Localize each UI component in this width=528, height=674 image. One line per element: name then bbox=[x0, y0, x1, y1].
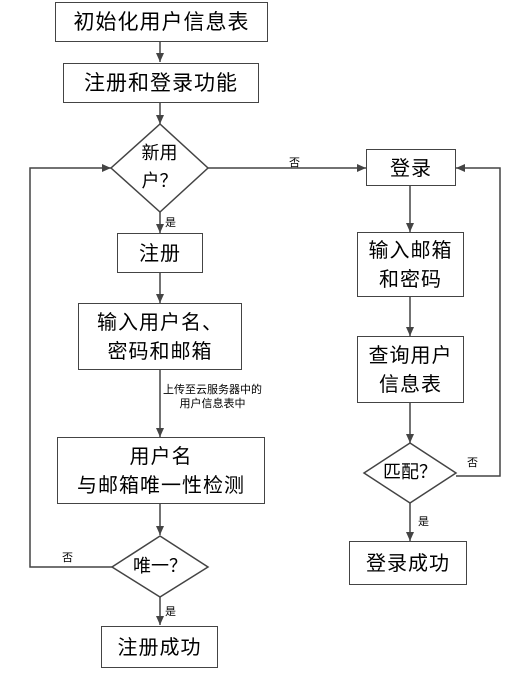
decision-unique-label: 唯一？ bbox=[112, 552, 208, 582]
login-success-label: 登录成功 bbox=[366, 551, 450, 575]
edge-label-newuser-yes: 是 bbox=[165, 216, 176, 229]
upload-note-line2: 用户信息表中 bbox=[179, 397, 246, 410]
uniqueness-check-line1: 用户名 bbox=[129, 443, 193, 468]
decision-new-user-line2: 户？ bbox=[141, 171, 178, 192]
query-table-line2: 信息表 bbox=[379, 371, 442, 396]
upload-note: 上传至云服务器中的 用户信息表中 bbox=[163, 383, 262, 411]
register-box: 注册 bbox=[117, 233, 203, 273]
edge-match-no-loop bbox=[456, 164, 501, 477]
decision-new-user-shape bbox=[109, 122, 210, 214]
register-login-features-label: 注册和登录功能 bbox=[84, 71, 238, 95]
upload-note-line1: 上传至云服务器中的 bbox=[163, 383, 262, 396]
edge-label-newuser-no: 否 bbox=[289, 156, 300, 169]
input-credentials-line2: 和密码 bbox=[379, 266, 442, 291]
decision-new-user-label: 新用 户？ bbox=[111, 138, 208, 198]
uniqueness-check-line2: 与邮箱唯一性检测 bbox=[77, 472, 245, 497]
edge-unique-no-loop bbox=[29, 164, 112, 568]
decision-match-shape bbox=[362, 442, 458, 504]
input-account-line1: 输入用户名、 bbox=[97, 309, 223, 334]
init-user-table-box: 初始化用户信息表 bbox=[55, 2, 268, 42]
input-account-box: 输入用户名、 密码和邮箱 bbox=[78, 303, 242, 370]
edge-label-match-yes: 是 bbox=[418, 515, 429, 528]
decision-new-user-line1: 新用 bbox=[141, 143, 178, 164]
login-box: 登录 bbox=[366, 149, 456, 186]
edge-label-match-no: 否 bbox=[467, 456, 478, 469]
query-table-box: 查询用户 信息表 bbox=[357, 336, 464, 403]
register-login-features-box: 注册和登录功能 bbox=[63, 63, 259, 103]
input-credentials-line1: 输入邮箱 bbox=[368, 237, 453, 262]
decision-match-label: 匹配？ bbox=[364, 458, 456, 488]
input-credentials-box: 输入邮箱 和密码 bbox=[357, 232, 464, 297]
init-user-table-label: 初始化用户信息表 bbox=[73, 10, 250, 34]
query-table-line1: 查询用户 bbox=[368, 342, 453, 367]
login-label: 登录 bbox=[390, 155, 432, 180]
input-account-line2: 密码和邮箱 bbox=[107, 338, 213, 363]
decision-match-text: 匹配？ bbox=[383, 462, 437, 483]
decision-unique-text: 唯一？ bbox=[133, 556, 187, 577]
login-success-box: 登录成功 bbox=[349, 541, 467, 585]
edge-label-unique-yes: 是 bbox=[165, 605, 176, 618]
register-success-box: 注册成功 bbox=[101, 626, 218, 668]
uniqueness-check-box: 用户名 与邮箱唯一性检测 bbox=[57, 437, 265, 504]
register-success-label: 注册成功 bbox=[117, 635, 202, 659]
decision-unique-shape bbox=[110, 535, 210, 598]
edge-label-unique-no: 否 bbox=[62, 551, 73, 564]
register-label: 注册 bbox=[139, 241, 181, 265]
